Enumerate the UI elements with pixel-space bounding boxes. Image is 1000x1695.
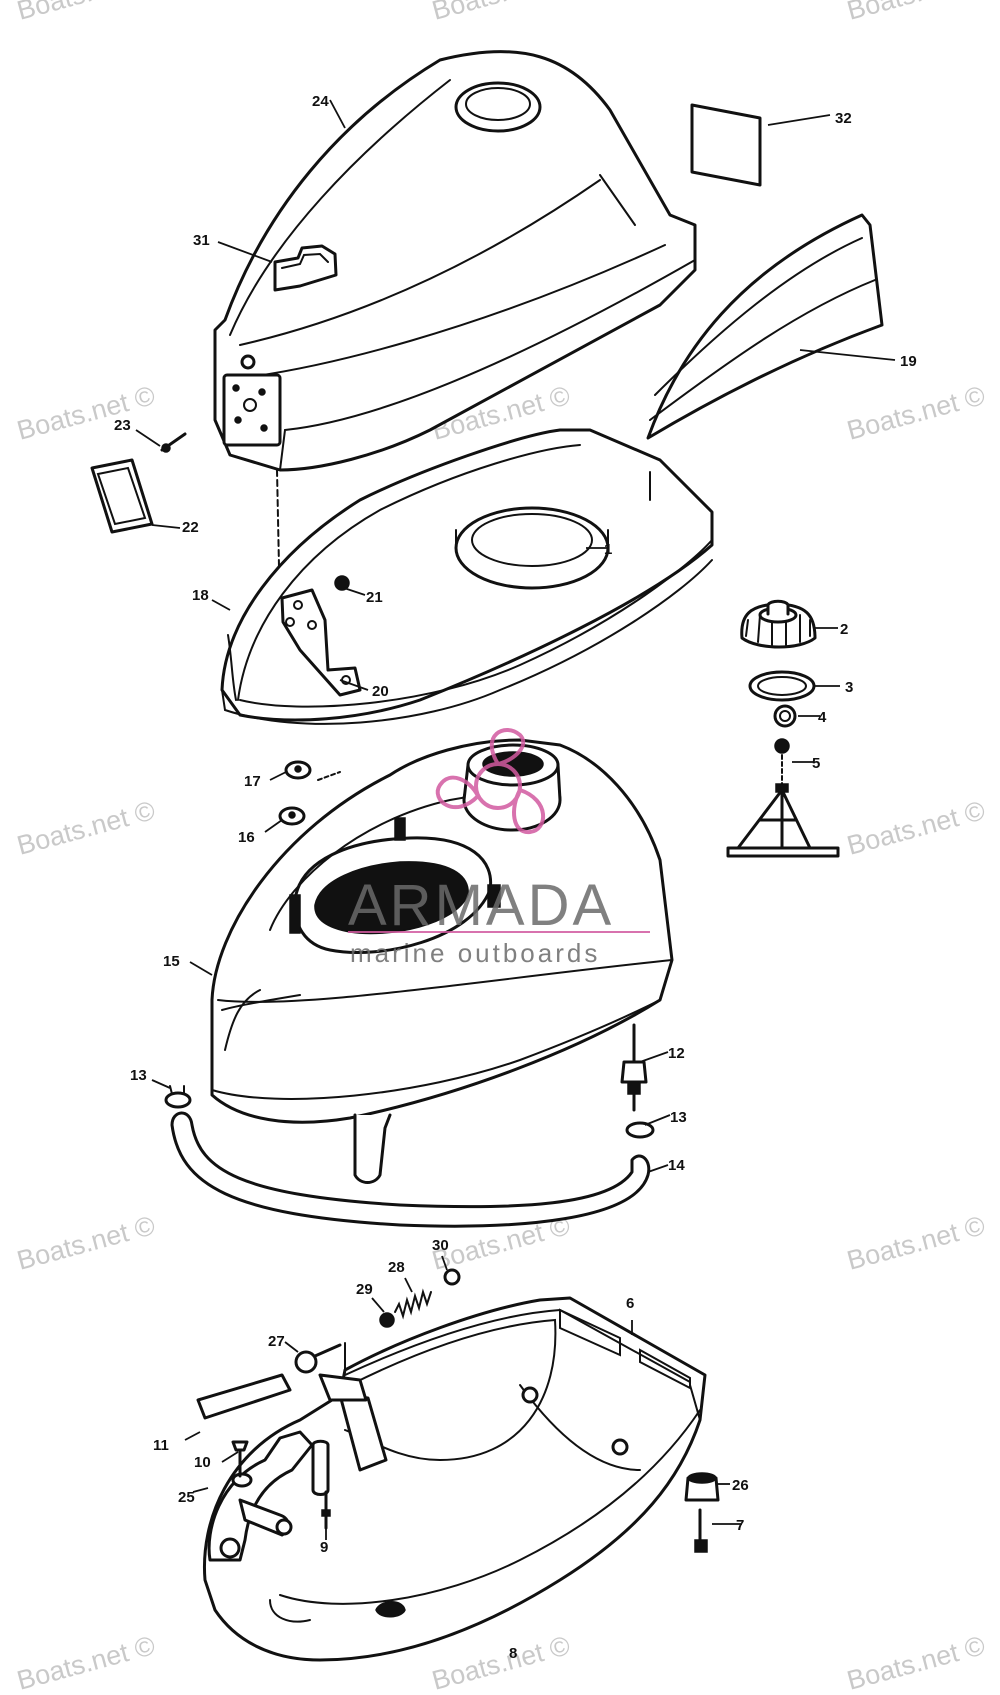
- watermark: Boats.net ©: [844, 1630, 989, 1695]
- cowl-seal-part: [220, 428, 714, 725]
- callout-3: 3: [845, 679, 853, 696]
- callout-16: 16: [238, 829, 255, 846]
- top-cowl-part: [213, 50, 697, 472]
- watermark: Boats.net ©: [844, 795, 989, 861]
- callout-24: 24: [312, 93, 329, 110]
- brand-name: ARMADA: [348, 873, 614, 938]
- decal-part: [690, 103, 762, 187]
- watermark: Boats.net ©: [14, 1210, 159, 1276]
- callout-13a: 13: [130, 1067, 147, 1084]
- watermark: Boats.net ©: [844, 1210, 989, 1276]
- watermark: Boats.net ©: [14, 380, 159, 446]
- callout-18: 18: [192, 587, 209, 604]
- watermark: Boats.net ©: [14, 1630, 159, 1695]
- callout-9: 9: [320, 1539, 328, 1556]
- fuel-pickup-part: [726, 754, 840, 858]
- callout-19: 19: [900, 353, 917, 370]
- callout-23: 23: [114, 417, 131, 434]
- callout-6: 6: [626, 1295, 634, 1312]
- callout-10: 10: [194, 1454, 211, 1471]
- brand-propeller-icon: [435, 728, 546, 835]
- adjust-knob-part: [684, 1472, 720, 1553]
- screw-part: [294, 1342, 346, 1374]
- callout-25: 25: [178, 1489, 195, 1506]
- callout-11: 11: [153, 1437, 169, 1454]
- gasket-part: [90, 458, 154, 534]
- watermark: Boats.net ©: [429, 1630, 574, 1695]
- callout-1: 1: [604, 541, 612, 558]
- watermark: Boats.net ©: [844, 0, 989, 26]
- tank-strap-part: [170, 1111, 651, 1228]
- callout-4: 4: [818, 709, 827, 726]
- watermark: Boats.net ©: [14, 795, 159, 861]
- leader-lines: [135, 99, 896, 1540]
- callout-17: 17: [244, 773, 261, 790]
- callout-22: 22: [182, 519, 199, 536]
- callout-12: 12: [668, 1045, 685, 1062]
- fuel-cap-part: [740, 599, 817, 754]
- callout-8: 8: [509, 1645, 517, 1662]
- brand-logo: ARMADA marine outboards: [348, 728, 650, 968]
- callout-29: 29: [356, 1281, 373, 1298]
- callout-27: 27: [268, 1333, 285, 1350]
- callout-2: 2: [840, 621, 848, 638]
- spring-part: [379, 1268, 461, 1328]
- hose-clamp-part: [164, 1085, 655, 1139]
- fuel-fitting-part: [620, 1023, 648, 1112]
- callout-20: 20: [372, 683, 389, 700]
- bottom-cowl-part: [202, 1296, 707, 1662]
- callout-30: 30: [432, 1237, 449, 1254]
- callout-31: 31: [193, 232, 210, 249]
- callout-13b: 13: [670, 1109, 687, 1126]
- callout-7: 7: [736, 1517, 744, 1534]
- callout-5: 5: [812, 755, 820, 772]
- callout-28: 28: [388, 1259, 405, 1276]
- screw-part: [160, 432, 187, 453]
- side-decal-part: [646, 213, 884, 440]
- callout-26: 26: [732, 1477, 749, 1494]
- callout-15: 15: [163, 953, 180, 970]
- watermark: Boats.net ©: [844, 380, 989, 446]
- callout-14: 14: [668, 1157, 685, 1174]
- callout-labels: 1 2 3 4 5 6 7 8 9 10 11 12 13 13 14 15 1…: [114, 93, 917, 1662]
- callout-21: 21: [366, 589, 383, 606]
- decal-part: [196, 1373, 292, 1420]
- brand-tagline: marine outboards: [350, 938, 600, 968]
- watermark: Boats.net ©: [429, 0, 574, 26]
- latch-lever-part: [207, 1430, 331, 1562]
- callout-32: 32: [835, 110, 852, 127]
- watermark: Boats.net ©: [14, 0, 159, 26]
- grommet-part: [278, 760, 341, 826]
